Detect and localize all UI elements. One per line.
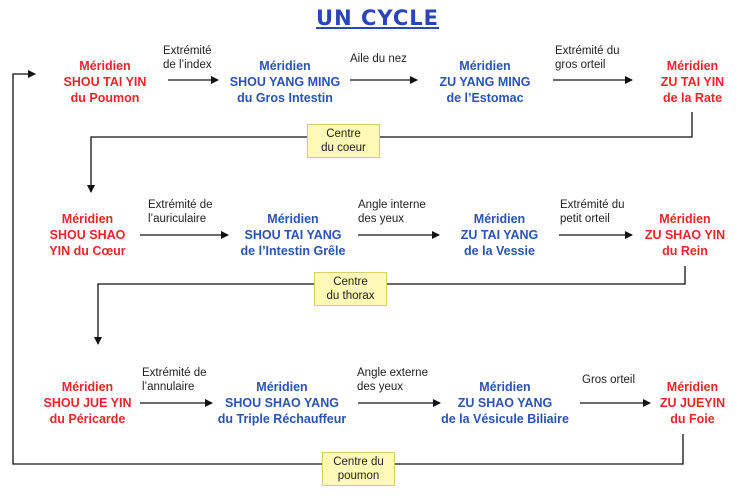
text-line: Méridien	[479, 380, 531, 394]
center-box-coeur: Centre du coeur	[307, 124, 380, 158]
text-line: Angle interne	[358, 199, 426, 211]
meridian-vesicule-biliaire: Méridien ZU SHAO YANG de la Vésicule Bilia…	[430, 379, 580, 427]
text-line: des yeux	[357, 381, 404, 393]
arrow-rein-pericarde	[94, 266, 686, 345]
text-line: des yeux	[358, 213, 405, 225]
text-line: Méridien	[666, 59, 719, 73]
arrow-rate-coeur	[87, 112, 693, 193]
text-line: ZU SHAO YANG	[457, 396, 553, 410]
text-line: Extrémité du	[555, 45, 620, 57]
connector-label: Extrémité de l’auriculaire	[148, 198, 213, 226]
text-line: Gros orteil	[582, 374, 636, 386]
text-line: Méridien	[267, 212, 319, 226]
center-box-thorax: Centre du thorax	[314, 272, 387, 306]
text-line: ZU YANG MING	[439, 75, 531, 89]
text-line: SHOU YANG MING	[229, 75, 341, 89]
text-line: petit orteil	[560, 213, 610, 225]
meridian-foie: Méridien ZU JUEYIN du Foie	[650, 379, 735, 427]
text-line: Angle externe	[357, 367, 428, 379]
connector-label: Extrémité de l’annulaire	[142, 366, 207, 394]
text-line: l’auriculaire	[148, 213, 207, 225]
meridian-rein: Méridien ZU SHAO YIN du Rein	[635, 211, 735, 259]
text-line: ZU JUEYIN	[659, 396, 726, 410]
text-line: de l’Intestin Grêle	[240, 244, 346, 258]
text-line: Méridien	[259, 59, 311, 73]
text-line: du Foie	[670, 412, 715, 426]
text-line: Méridien	[473, 212, 526, 226]
text-line: Extrémité du	[560, 199, 625, 211]
connector-label: Aile du nez	[350, 52, 407, 66]
text-line: gros orteil	[555, 59, 606, 71]
text-line: du Poumon	[70, 91, 140, 105]
text-line: Centre du	[333, 456, 384, 468]
meridian-estomac: Méridien ZU YANG MING de l’Estomac	[420, 58, 550, 106]
text-line: Aile du nez	[350, 53, 407, 65]
text-line: poumon	[337, 470, 380, 482]
text-line: ZU TAI YANG	[460, 228, 539, 242]
text-line: Méridien	[61, 212, 114, 226]
text-line: du coeur	[321, 142, 366, 154]
text-line: de la Rate	[662, 91, 723, 105]
page-title: UN CYCLE	[316, 6, 439, 30]
connector-label: Extrémité de l’index	[163, 44, 212, 72]
text-line: de l’Estomac	[446, 91, 524, 105]
text-line: Méridien	[666, 380, 719, 394]
text-line: du Rein	[662, 244, 708, 258]
text-line: Méridien	[79, 59, 131, 73]
text-line: du Triple Réchauffeur	[217, 412, 347, 426]
connector-label: Extrémité du petit orteil	[560, 198, 625, 226]
text-line: Extrémité	[163, 45, 212, 57]
text-line: YIN du Cœur	[49, 244, 126, 258]
meridian-vessie: Méridien ZU TAI YANG de la Vessie	[442, 211, 557, 259]
text-line: ZU SHAO YIN	[644, 228, 726, 242]
meridian-rate: Méridien ZU TAI YIN de la Rate	[635, 58, 750, 106]
text-line: SHOU TAI YANG	[244, 228, 342, 242]
connector-label: Extrémité du gros orteil	[555, 44, 620, 72]
text-line: de la Vésicule Biliaire	[441, 412, 569, 426]
arrow-foie-poumon	[12, 70, 684, 465]
center-box-poumon: Centre du poumon	[322, 452, 395, 486]
text-line: ZU TAI YIN	[660, 75, 725, 89]
text-line: Méridien	[61, 380, 114, 394]
text-line: du Gros Intestin	[237, 91, 333, 105]
text-line: l’annulaire	[142, 381, 195, 393]
text-line: Méridien	[659, 212, 711, 226]
connector-label: Angle externe des yeux	[357, 366, 428, 394]
text-line: Centre	[326, 128, 361, 140]
text-line: Méridien	[459, 59, 511, 73]
text-line: SHOU JUE YIN	[43, 396, 132, 410]
text-line: de la Vessie	[464, 244, 535, 258]
text-line: SHOU TAI YIN	[63, 75, 147, 89]
text-line: SHOU SHAO YANG	[225, 396, 339, 410]
connector-label: Angle interne des yeux	[358, 198, 426, 226]
text-line: Extrémité de	[148, 199, 213, 211]
text-line: SHOU SHAO	[49, 228, 126, 242]
text-line: Méridien	[256, 380, 308, 394]
text-line: Centre	[333, 276, 368, 288]
text-line: du Péricarde	[49, 412, 126, 426]
text-line: de l’index	[163, 59, 212, 71]
text-line: Extrémité de	[142, 367, 207, 379]
text-line: du thorax	[326, 290, 375, 302]
connector-label: Gros orteil	[582, 373, 635, 387]
